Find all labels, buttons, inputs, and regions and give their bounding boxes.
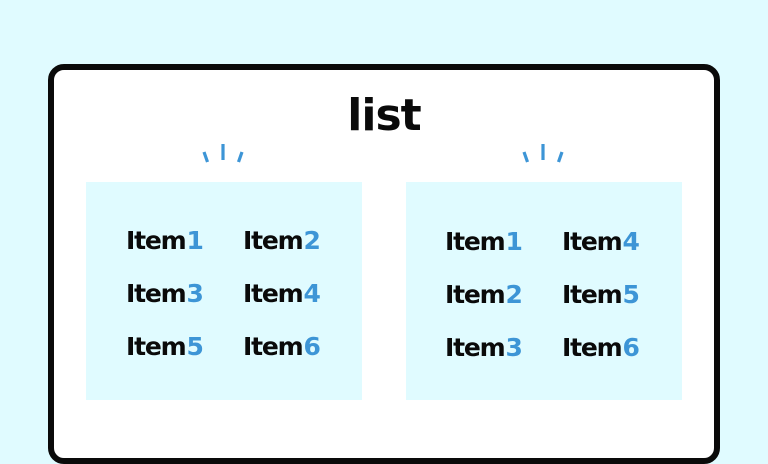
list-item: Item6 bbox=[562, 333, 640, 363]
item-label: Item bbox=[562, 227, 623, 256]
item-number: 4 bbox=[303, 279, 320, 308]
list-item: Item6 bbox=[243, 332, 321, 362]
item-number: 5 bbox=[622, 280, 639, 309]
item-label: Item bbox=[445, 280, 506, 309]
item-number: 3 bbox=[505, 333, 522, 362]
item-label: Item bbox=[243, 226, 304, 255]
item-number: 4 bbox=[622, 227, 639, 256]
item-number: 6 bbox=[303, 332, 320, 361]
item-number: 1 bbox=[186, 226, 203, 255]
item-label: Item bbox=[445, 333, 506, 362]
list-item: Item1 bbox=[126, 226, 204, 256]
list-item: Item4 bbox=[562, 227, 640, 257]
item-number: 2 bbox=[505, 280, 522, 309]
list-item: Item1 bbox=[445, 227, 523, 257]
left-list-panel: Item1 Item2 Item3 Item4 Item5 Item6 bbox=[86, 182, 362, 400]
list-item: Item2 bbox=[243, 226, 321, 256]
item-number: 6 bbox=[622, 333, 639, 362]
item-number: 5 bbox=[186, 332, 203, 361]
list-item: Item5 bbox=[126, 332, 204, 362]
item-label: Item bbox=[126, 226, 187, 255]
item-label: Item bbox=[243, 332, 304, 361]
list-item: Item3 bbox=[126, 279, 204, 309]
item-label: Item bbox=[243, 279, 304, 308]
item-label: Item bbox=[562, 333, 623, 362]
list-item: Item2 bbox=[445, 280, 523, 310]
right-list-panel: Item1 Item4 Item2 Item5 Item3 Item6 bbox=[406, 182, 682, 400]
item-number: 2 bbox=[303, 226, 320, 255]
item-label: Item bbox=[126, 332, 187, 361]
sparkle-lines-icon bbox=[518, 142, 568, 166]
item-label: Item bbox=[562, 280, 623, 309]
list-item: Item5 bbox=[562, 280, 640, 310]
sparkle-lines-icon bbox=[198, 142, 248, 166]
item-label: Item bbox=[126, 279, 187, 308]
item-number: 1 bbox=[505, 227, 522, 256]
list-item: Item4 bbox=[243, 279, 321, 309]
list-item: Item3 bbox=[445, 333, 523, 363]
item-number: 3 bbox=[186, 279, 203, 308]
item-label: Item bbox=[445, 227, 506, 256]
diagram-title: list bbox=[347, 90, 421, 141]
